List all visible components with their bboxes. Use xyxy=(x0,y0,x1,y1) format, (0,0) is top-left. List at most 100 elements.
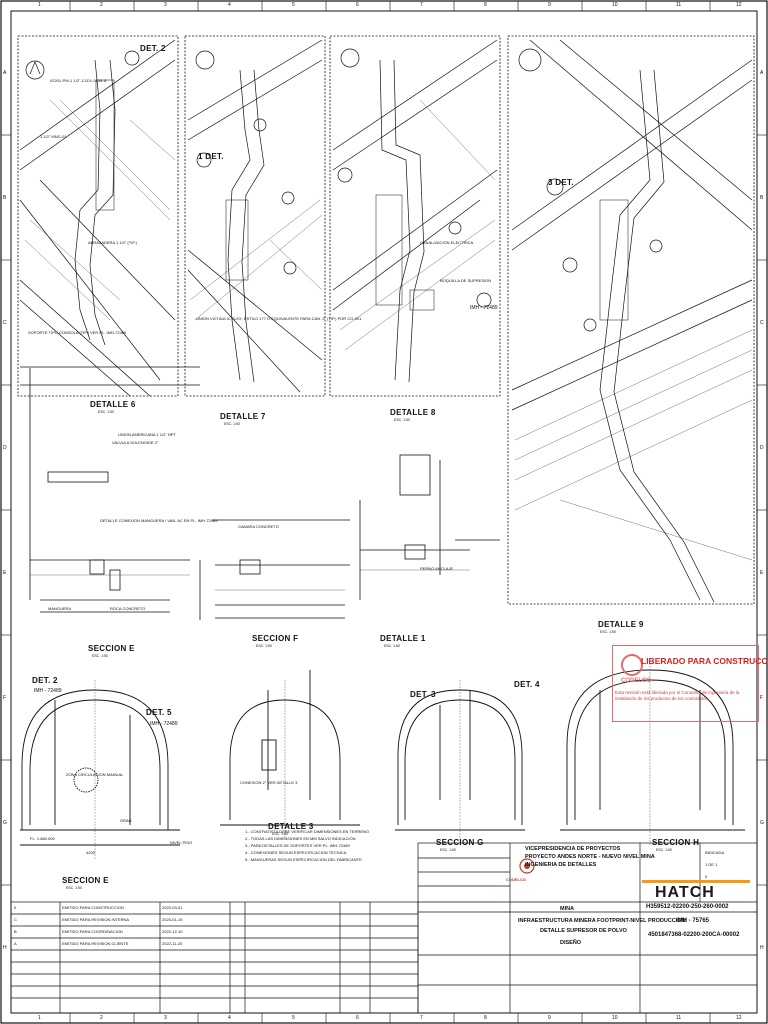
scale-note: ESC. 1:50 xyxy=(256,644,272,648)
detail-title: DETALLE 1 xyxy=(380,634,426,643)
revision-row: A EMITIDO PARA REVISION CLIENTE 2022-11-… xyxy=(14,940,414,950)
section-title: SECCION H xyxy=(652,838,700,847)
col-number: 4 xyxy=(228,2,231,8)
callout: 02201-PW-1 1/2"-C1D1-0159-N xyxy=(50,78,107,83)
note-line: 4.- CONEXIONES SEGUN ESPECIFICACION TECN… xyxy=(245,850,347,855)
col-number: 7 xyxy=(420,2,423,8)
det-label: DET. 4 xyxy=(514,680,540,689)
section-title: SECCION G xyxy=(436,838,484,847)
rev-number: 0 xyxy=(14,905,17,910)
scale-note: ESC. 1:50 xyxy=(98,410,114,414)
col-number: 11 xyxy=(676,2,682,8)
scale-note: ESC. 1:50 xyxy=(66,886,82,890)
callout: NIVEL PISO xyxy=(170,840,193,845)
title-area: MINA xyxy=(560,906,575,912)
stamp-note: Esta revisión está liberada por el Consu… xyxy=(615,690,740,701)
scale-note: ESC. 1:50 xyxy=(224,422,240,426)
det-label: DET. 2 xyxy=(140,44,166,53)
scale-note: ESC. 1:50 xyxy=(394,418,410,422)
title-desc-3: DISEÑO xyxy=(560,940,582,946)
callout: CONEXION 2" VER DETALLE 3 xyxy=(240,780,298,785)
doc-number-codelco: 4501847368-02200-200CA-00002 xyxy=(648,932,740,938)
det-reference: IMH - 72489 xyxy=(34,688,62,694)
row-letter: E xyxy=(760,570,764,576)
row-letter: A xyxy=(3,70,7,76)
col-number: 5 xyxy=(292,2,295,8)
callout: CAMARA CONCRETO xyxy=(238,524,279,529)
callout: GRAD xyxy=(120,818,132,823)
row-letter: F xyxy=(760,695,764,701)
rev-date: 2022-12-10 xyxy=(162,929,183,934)
rev-number: B xyxy=(14,929,17,934)
detail-title: DETALLE 7 xyxy=(220,412,266,421)
rev-date: 2023-03-01 xyxy=(162,905,183,910)
callout: SOPORTE TIPO CONSOLA (TIP.) VER PL. IMH-… xyxy=(28,330,127,335)
callout: ABRAZADERA 1 1/2" (TIP.) xyxy=(88,240,137,245)
row-letter: E xyxy=(3,570,7,576)
col-number: 8 xyxy=(484,1015,487,1021)
callout: UNION AMERICANA 1 1/2" NPT xyxy=(118,432,176,437)
row-letter: H xyxy=(3,945,7,951)
row-letter: H xyxy=(760,945,764,951)
col-number: 12 xyxy=(736,1015,742,1021)
note-line: 2.- TODAS LAS DIMENSIONES EN MM SALVO IN… xyxy=(245,836,356,841)
callout: FL. 1.880.000 xyxy=(30,836,55,841)
callout: PERNO ANCLAJE xyxy=(420,566,454,571)
title-rev: 0 xyxy=(705,874,708,879)
rev-date: 2022-11-20 xyxy=(162,941,183,946)
scale-note: ESC. 1:50 xyxy=(384,644,400,648)
col-number: 6 xyxy=(356,2,359,8)
row-letter: D xyxy=(760,445,764,451)
callout: UNION VICTAULIC FLEX. ESTILO 177 O EQUIV… xyxy=(196,316,362,321)
callout: 1 1/2" MNG-01 xyxy=(40,134,67,139)
row-letter: B xyxy=(760,195,764,201)
stamp-title: LIBERADO PARA CONSTRUCCIÓN xyxy=(641,656,768,666)
col-number: 9 xyxy=(548,1015,551,1021)
detail-title: DETALLE 3 xyxy=(268,822,314,831)
col-number: 1 xyxy=(38,2,41,8)
revision-row: C EMITIDO PARA REVISION INTERNA 2023-01-… xyxy=(14,916,414,926)
col-number: 6 xyxy=(356,1015,359,1021)
stamp-brand: CODELCO xyxy=(621,678,651,684)
det-label: 3 DET. xyxy=(548,178,574,187)
col-number: 2 xyxy=(100,2,103,8)
col-number: 1 xyxy=(38,1015,41,1021)
row-letter: A xyxy=(760,70,764,76)
callout: DETALLE CONEXION MANGUERA / VAN. AC EN P… xyxy=(100,518,218,523)
col-number: 12 xyxy=(736,2,742,8)
codelco-stamp-icon xyxy=(621,654,643,676)
det-label: DET. 5 xyxy=(146,708,172,717)
note-line: 1.- CONTRATISTA DEBE VERIFICAR DIMENSION… xyxy=(245,829,370,834)
revision-row: 0 EMITIDO PARA CONSTRUCCION 2023-03-01 xyxy=(14,904,414,914)
det-label: 1 DET. xyxy=(198,152,224,161)
col-number: 4 xyxy=(228,1015,231,1021)
revision-row: B EMITIDO PARA COORDINACION 2022-12-10 xyxy=(14,928,414,938)
callout: ZONA CIRCULACION MANUAL xyxy=(66,772,124,777)
rev-number: C xyxy=(14,917,17,922)
col-number: 3 xyxy=(164,2,167,8)
row-letter: B xyxy=(3,195,7,201)
col-number: 8 xyxy=(484,2,487,8)
release-stamp: LIBERADO PARA CONSTRUCCIÓN CODELCO Esta … xyxy=(612,645,768,722)
title-scale: INDICADA xyxy=(705,850,725,855)
col-number: 10 xyxy=(612,2,618,8)
row-letter: D xyxy=(3,445,7,451)
col-number: 11 xyxy=(676,1015,682,1021)
row-letter: C xyxy=(3,320,7,326)
row-letter: C xyxy=(760,320,764,326)
callout: ROCA CONCRETO xyxy=(110,606,146,611)
col-number: 3 xyxy=(164,1015,167,1021)
col-number: 5 xyxy=(292,1015,295,1021)
title-desc-2: DETALLE SUPRESOR DE POLVO xyxy=(540,928,627,934)
doc-number-hatch: H359512-02200-250-260-0002 xyxy=(646,904,729,910)
rev-description: EMITIDO PARA REVISION INTERNA xyxy=(62,917,130,922)
title-vp: VICEPRESIDENCIA DE PROYECTOS xyxy=(525,846,621,852)
title-engineering: INGENIERIA DE DETALLES xyxy=(525,862,597,868)
title-sheet: 1 DE 1 xyxy=(705,862,718,867)
callout: VALVULA SOLENOIDE 2" xyxy=(112,440,159,445)
scale-note: ESC. 1:50 xyxy=(440,848,456,852)
section-title: SECCION F xyxy=(252,634,299,643)
title-project: PROYECTO ANDES NORTE - NUEVO NIVEL MINA xyxy=(525,854,655,860)
detail-title: DETALLE 8 xyxy=(390,408,436,417)
